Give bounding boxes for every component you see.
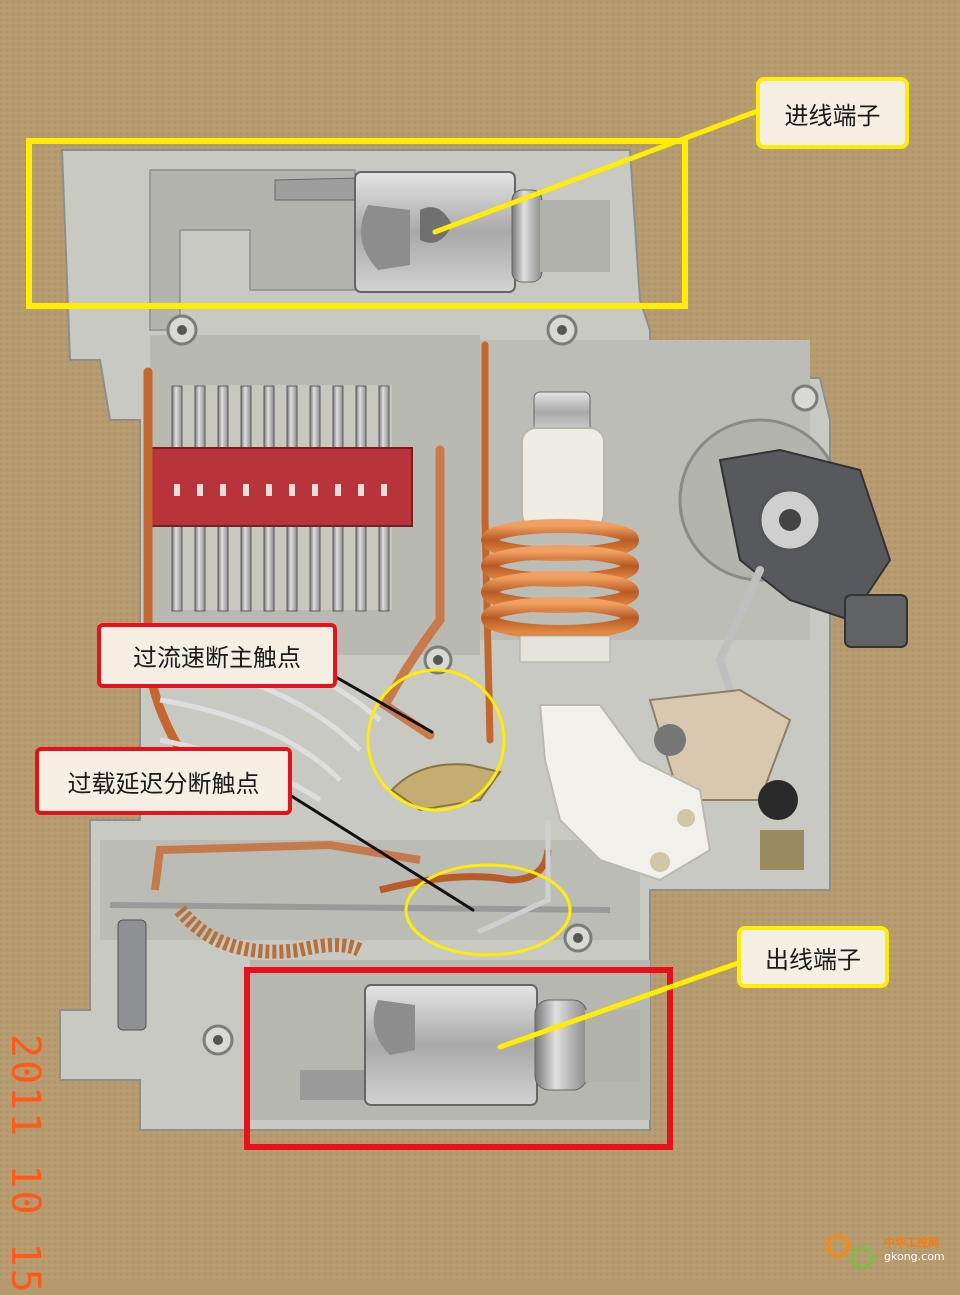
outgoing-terminal-clamp	[300, 984, 640, 1106]
operating-mechanism	[538, 418, 908, 882]
arc-chute	[149, 385, 413, 612]
outgoing-terminal-outline	[244, 967, 673, 1150]
date-stamp: 2011 10 15	[2, 1034, 48, 1295]
watermark-site-name: 中华工控网	[884, 1236, 939, 1249]
leader-lines	[283, 109, 758, 1050]
overload-contact-marker	[404, 863, 572, 957]
gear-icon	[825, 1233, 875, 1271]
overload-delay-contact-label: 过载延迟分断触点	[35, 747, 292, 815]
overcurrent-contact-marker	[366, 668, 506, 812]
overcurrent-main-contact-label: 过流速断主触点	[97, 623, 337, 688]
incoming-terminal-outline	[26, 138, 688, 309]
solenoid-coil	[481, 391, 639, 663]
incoming-terminal-label: 进线端子	[756, 77, 909, 149]
watermark-url: gkong.com	[884, 1250, 945, 1263]
outgoing-terminal-label: 出线端子	[737, 926, 889, 988]
